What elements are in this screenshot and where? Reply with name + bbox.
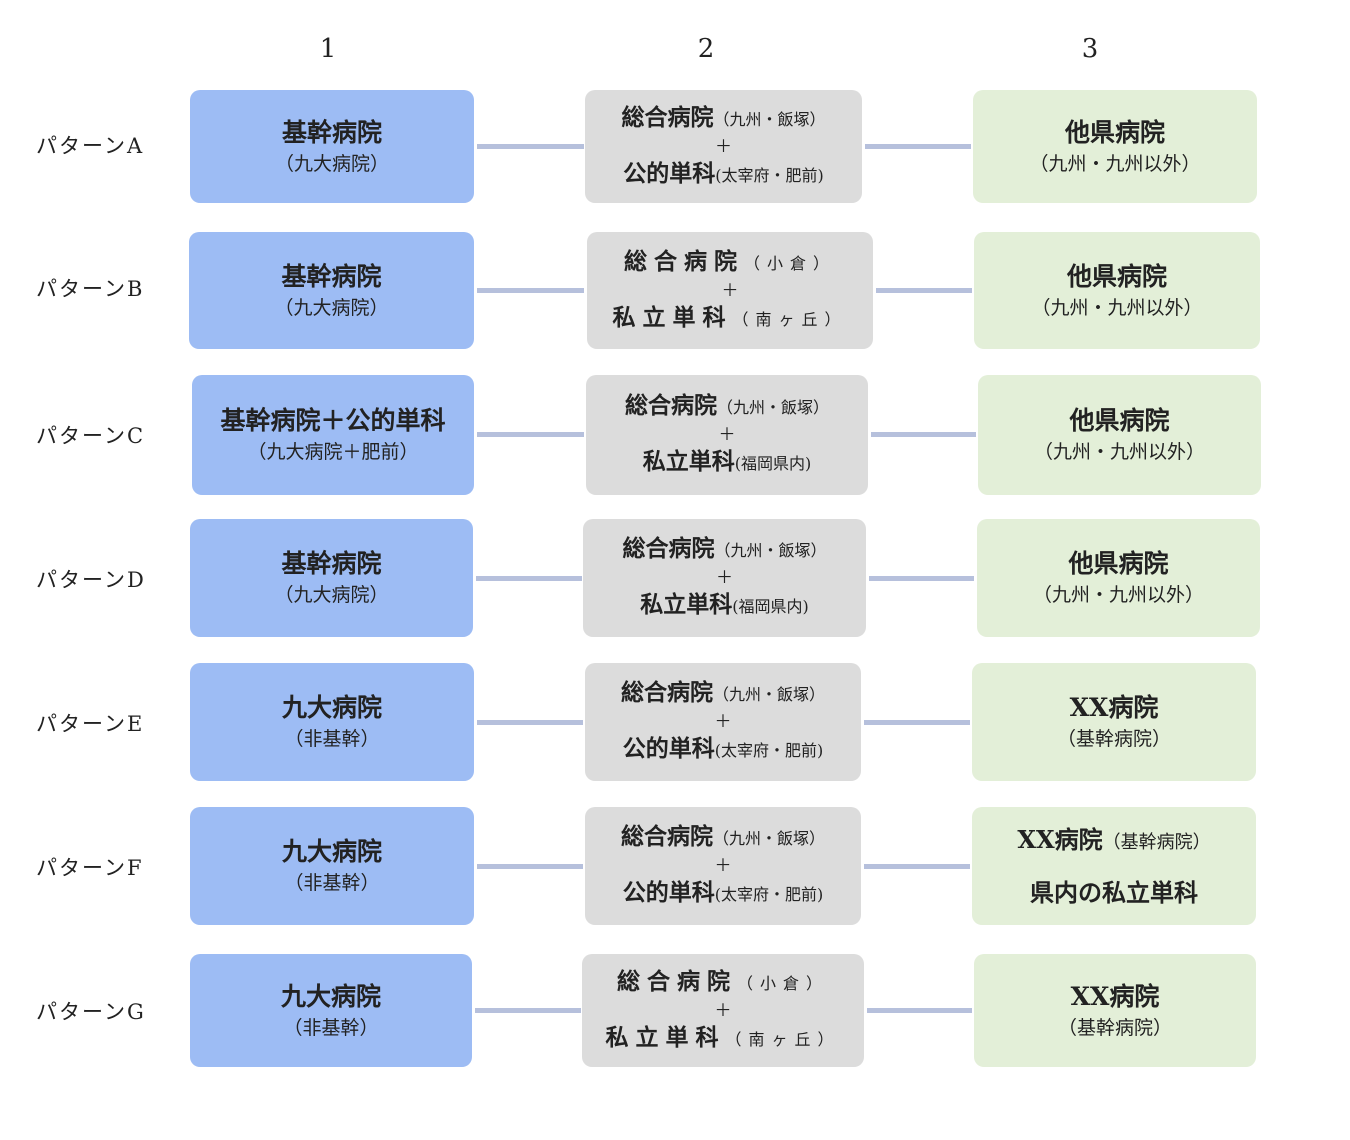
step1-main: 九大病院	[280, 981, 381, 1011]
connector-1-2	[477, 144, 584, 149]
step2-bottom: 私立単科（南ヶ丘）	[605, 1023, 841, 1051]
connector-2-3	[864, 864, 970, 869]
step2-top: 総合病院（九州・飯塚）	[624, 392, 829, 419]
step3-box-b: 他県病院 （九州・九州以外）	[974, 232, 1260, 349]
row-label-b: パターンB	[36, 277, 145, 301]
column-header-3: 3	[1081, 34, 1099, 64]
step1-main: 基幹病院＋公的単科	[220, 406, 446, 435]
step2-top: 総合病院（小倉）	[623, 247, 836, 275]
row-label-c: パターンC	[36, 424, 146, 448]
step3-main: 他県病院	[1069, 406, 1170, 435]
step3-box-e: XX病院 （基幹病院）	[972, 663, 1256, 781]
plus-sign: ＋	[718, 425, 736, 445]
step3-second: 県内の私立単科	[1030, 877, 1198, 907]
step3-box-g: XX病院 （基幹病院）	[974, 954, 1256, 1067]
step2-box-a: 総合病院（九州・飯塚） ＋ 公的単科(太宰府・肥前)	[585, 90, 862, 203]
step1-box-b: 基幹病院 （九大病院）	[189, 232, 474, 349]
step3-box-f: XX病院（基幹病院） 県内の私立単科	[972, 807, 1256, 925]
step1-sub: （九大病院）	[274, 584, 389, 606]
step2-bottom: 公的単科(太宰府・肥前)	[623, 159, 824, 187]
step1-main: 基幹病院	[281, 549, 382, 578]
step1-main: 九大病院	[281, 837, 382, 866]
step2-box-g: 総合病院（小倉） ＋ 私立単科（南ヶ丘）	[582, 954, 864, 1067]
step1-main: 九大病院	[281, 693, 382, 722]
connector-2-3	[864, 720, 970, 725]
step2-bottom: 公的単科(太宰府・肥前)	[622, 879, 824, 906]
connector-2-3	[871, 432, 976, 437]
connector-2-3	[869, 576, 974, 581]
step3-box-d: 他県病院 （九州・九州以外）	[977, 519, 1260, 637]
step3-sub: （九州・九州以外）	[1031, 296, 1203, 319]
step2-top: 総合病院（九州・飯塚）	[620, 823, 825, 850]
step2-top: 総合病院（九州・飯塚）	[620, 679, 825, 706]
step2-top: 総合病院（九州・飯塚）	[622, 535, 827, 562]
row-label-e: パターンE	[36, 712, 145, 736]
connector-1-2	[477, 288, 584, 293]
step2-bottom: 公的単科(太宰府・肥前)	[622, 735, 824, 762]
row-label-a: パターンA	[36, 134, 145, 158]
step1-sub: （非基幹）	[284, 872, 380, 894]
step1-main: 基幹病院	[281, 261, 382, 291]
step1-sub: （九大病院）	[274, 296, 389, 319]
column-header-1: 1	[319, 34, 337, 64]
step3-main: 他県病院	[1068, 549, 1169, 578]
step2-bottom: 私立単科（南ヶ丘）	[612, 303, 848, 331]
step1-box-e: 九大病院 （非基幹）	[190, 663, 474, 781]
step1-box-a: 基幹病院 （九大病院）	[190, 90, 474, 203]
step3-main: XX病院（基幹病院）	[1017, 824, 1211, 854]
row-label-f: パターンF	[36, 856, 144, 880]
connector-2-3	[865, 144, 971, 149]
step1-box-f: 九大病院 （非基幹）	[190, 807, 474, 925]
connector-1-2	[477, 720, 583, 725]
step1-box-d: 基幹病院 （九大病院）	[190, 519, 473, 637]
step3-box-a: 他県病院 （九州・九州以外）	[973, 90, 1257, 203]
connector-1-2	[477, 864, 583, 869]
step2-bottom: 私立単科(福岡県内)	[642, 448, 812, 475]
step2-box-b: 総合病院（小倉） ＋ 私立単科（南ヶ丘）	[587, 232, 873, 349]
step2-box-e: 総合病院（九州・飯塚） ＋ 公的単科(太宰府・肥前)	[585, 663, 861, 781]
plus-sign: ＋	[715, 136, 732, 157]
column-header-2: 2	[697, 34, 715, 64]
step3-main: 他県病院	[1064, 117, 1165, 147]
step2-bottom: 私立単科(福岡県内)	[640, 591, 809, 618]
step3-main: XX病院	[1069, 693, 1159, 722]
plus-sign: ＋	[714, 712, 732, 732]
step3-main: XX病院	[1070, 981, 1160, 1011]
step2-top: 総合病院（九州・飯塚）	[621, 103, 826, 131]
plus-sign: ＋	[716, 568, 733, 588]
step3-main: 他県病院	[1066, 261, 1167, 291]
step1-sub: （九大病院＋肥前）	[247, 441, 419, 463]
connector-1-2	[477, 432, 584, 437]
step3-sub: （九州・九州以外）	[1033, 441, 1205, 463]
step1-sub: （九大病院）	[274, 152, 389, 175]
row-label-d: パターンD	[36, 568, 146, 592]
step2-top: 総合病院（小倉）	[616, 967, 829, 995]
plus-sign: ＋	[714, 856, 732, 876]
row-label-g: パターンG	[36, 1000, 146, 1024]
connector-1-2	[475, 1008, 581, 1013]
step3-sub: （九州・九州以外）	[1032, 584, 1204, 606]
step3-sub: （九州・九州以外）	[1029, 152, 1201, 175]
step1-box-g: 九大病院 （非基幹）	[190, 954, 472, 1067]
connector-1-2	[476, 576, 582, 581]
plus-sign: ＋	[721, 280, 739, 301]
step1-box-c: 基幹病院＋公的単科 （九大病院＋肥前）	[192, 375, 474, 495]
step2-box-c: 総合病院（九州・飯塚） ＋ 私立単科(福岡県内)	[586, 375, 868, 495]
step3-box-c: 他県病院 （九州・九州以外）	[978, 375, 1261, 495]
connector-2-3	[867, 1008, 972, 1013]
step1-sub: （非基幹）	[283, 1016, 379, 1039]
plus-sign: ＋	[714, 1000, 732, 1021]
step3-sub: （基幹病院）	[1057, 1016, 1172, 1039]
step1-sub: （非基幹）	[284, 728, 380, 750]
step2-box-d: 総合病院（九州・飯塚） ＋ 私立単科(福岡県内)	[583, 519, 866, 637]
step2-box-f: 総合病院（九州・飯塚） ＋ 公的単科(太宰府・肥前)	[585, 807, 861, 925]
connector-2-3	[876, 288, 972, 293]
step3-sub: （基幹病院）	[1056, 728, 1171, 750]
step1-main: 基幹病院	[281, 117, 382, 147]
